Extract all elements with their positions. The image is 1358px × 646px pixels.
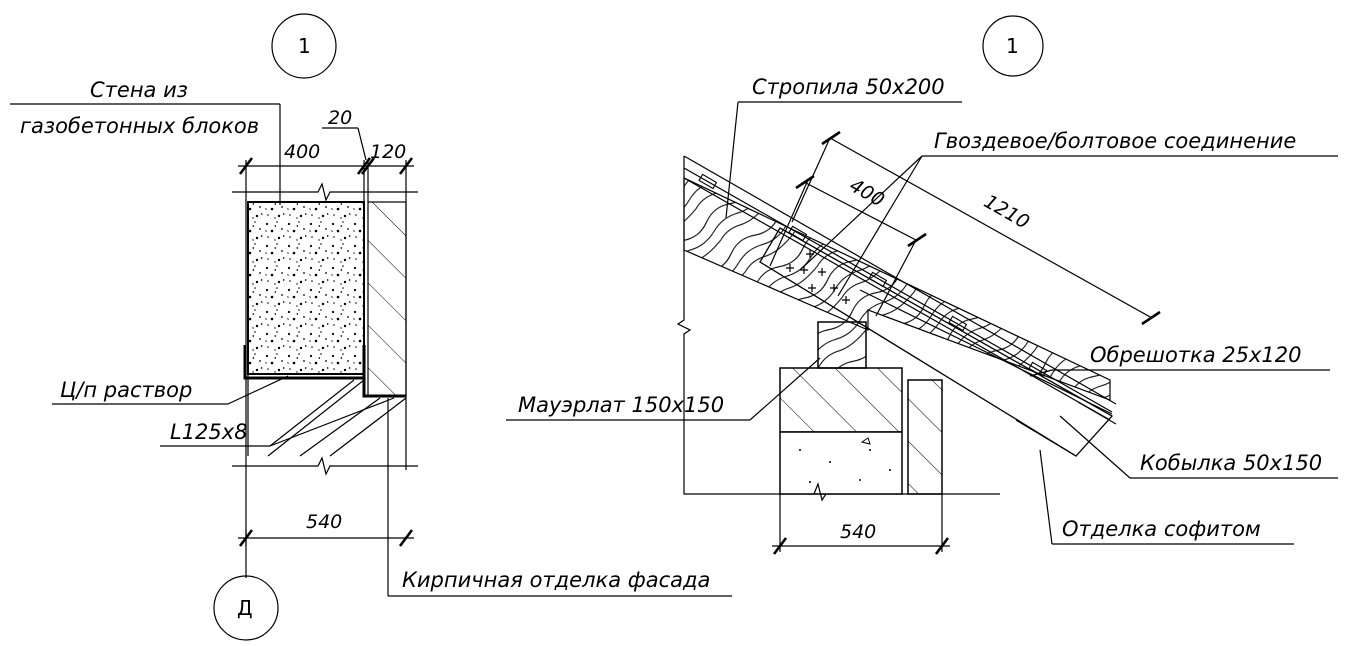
dim-brick-value: 120 xyxy=(370,141,406,163)
concrete-dots xyxy=(799,437,891,483)
dim-sprocket-value: 1210 xyxy=(980,190,1033,233)
break-line-bottom xyxy=(232,456,418,476)
soffit-label: Отделка софитом xyxy=(1039,449,1294,545)
lath-label-text: Обрешотка 25x120 xyxy=(1090,343,1302,367)
angle-label: L125x8 xyxy=(160,379,395,447)
mortar-label-text: Ц/п раствор xyxy=(60,378,192,402)
bubble-right-number: 1 xyxy=(1006,34,1019,58)
mauerlat-label-text: Мауэрлат 150x150 xyxy=(518,393,724,417)
wall-label: Стена из газобетонных блоков xyxy=(10,78,281,205)
mauerlat-label: Мауэрлат 150x150 xyxy=(506,357,821,421)
left-dimension-bottom: 540 xyxy=(238,511,414,547)
wall-upper xyxy=(779,367,903,433)
lath-label: Обрешотка 25x120 xyxy=(1029,343,1330,377)
aerated-concrete-block xyxy=(247,201,365,375)
facade-label-text: Кирпичная отделка фасада xyxy=(402,568,710,592)
dim-wall: 540 xyxy=(772,494,950,555)
mortar-label: Ц/п раствор xyxy=(52,375,289,405)
roof-lath xyxy=(859,289,1117,425)
mauerlat xyxy=(817,321,867,369)
sprocket-label-text: Кобылка 50x150 xyxy=(1140,451,1322,475)
axis-bubble-letter: Д xyxy=(237,596,253,620)
lath-pieces xyxy=(698,173,1048,378)
section-bubble-right: 1 xyxy=(982,15,1044,77)
angle-label-text: L125x8 xyxy=(170,420,248,444)
wall-label-line1: Стена из xyxy=(90,78,188,102)
wall-lower xyxy=(779,431,903,495)
dim-wall-value: 540 xyxy=(840,521,876,543)
connection-label: Гвоздевое/болтовое соединение xyxy=(799,129,1338,297)
right-detail: 1 xyxy=(506,15,1338,555)
soffit-label-text: Отделка софитом xyxy=(1062,517,1261,541)
dim-block-value: 400 xyxy=(284,141,320,163)
left-detail: 1 Д 400 xyxy=(10,13,732,641)
dim-gap-value: 20 xyxy=(328,107,352,129)
rafter-label-text: Стропила 50x200 xyxy=(752,75,945,99)
wall-label-line2: газобетонных блоков xyxy=(20,114,259,138)
axis-bubble: Д xyxy=(213,530,279,641)
brick-facade xyxy=(367,201,407,397)
dim-total-value: 540 xyxy=(306,511,342,533)
connection-label-text: Гвоздевое/болтовое соединение xyxy=(934,129,1296,153)
section-bubble-left: 1 xyxy=(271,13,337,79)
sprocket xyxy=(759,227,1114,457)
left-dimension-top: 400 20 120 xyxy=(238,107,414,175)
rafter-label: Стропила 50x200 xyxy=(725,75,962,219)
bubble-left-number: 1 xyxy=(298,34,311,58)
facade-label: Кирпичная отделка фасада xyxy=(387,398,732,597)
break-line-top xyxy=(232,182,418,202)
steel-angle xyxy=(243,345,406,398)
facade-brick xyxy=(907,379,943,495)
bolt-marks xyxy=(786,250,850,304)
sprocket-label: Кобылка 50x150 xyxy=(1059,415,1338,479)
